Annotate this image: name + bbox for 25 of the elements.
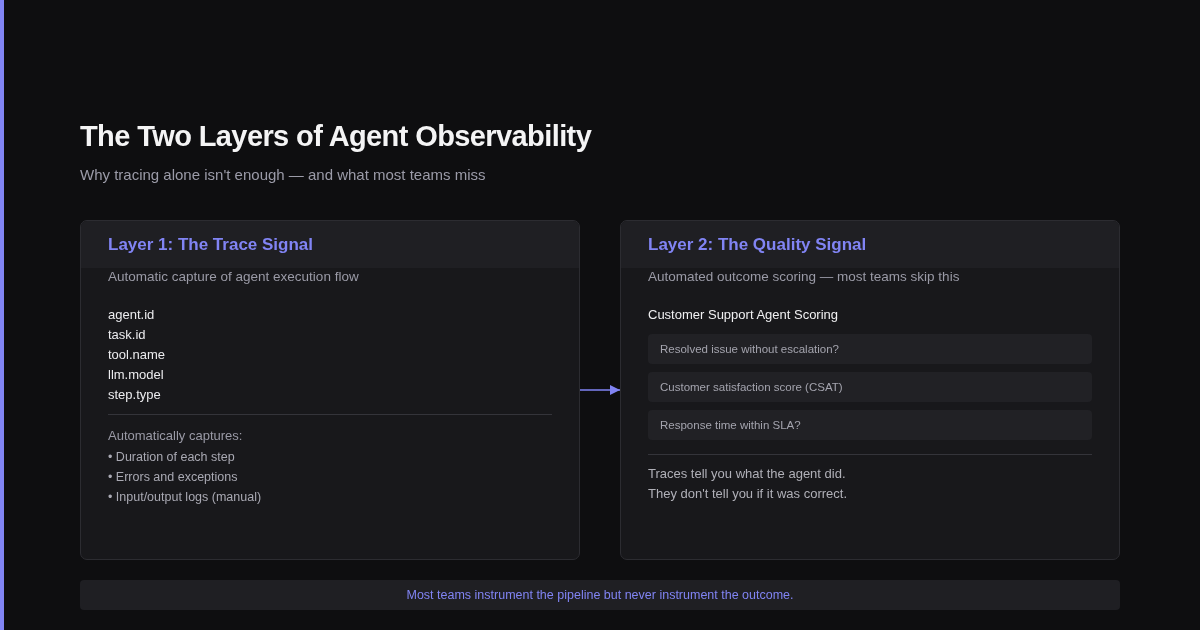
section-note: Automatically captures: xyxy=(108,427,243,445)
arrow xyxy=(579,385,621,395)
field-name: step.type xyxy=(108,386,161,404)
note-text: Traces tell you what the agent did. xyxy=(648,465,846,483)
score-criterion: Response time within SLA? xyxy=(660,419,801,431)
card-heading: Layer 2: The Quality Signal xyxy=(648,234,867,255)
title: The Two Layers of Agent Observability xyxy=(80,119,592,154)
field-name: tool.name xyxy=(108,346,166,364)
field-name: llm.model xyxy=(108,366,164,384)
bullet-item: • Input/output logs (manual) xyxy=(108,489,262,506)
field-name: task.id xyxy=(108,326,146,344)
card-heading: Layer 1: The Trace Signal xyxy=(108,234,314,255)
bullet-item: • Duration of each step xyxy=(108,449,235,466)
bullet-item: • Errors and exceptions xyxy=(108,469,238,486)
section-title: Customer Support Agent Scoring xyxy=(648,306,839,324)
card-subtitle: Automatic capture of agent execution flow xyxy=(108,268,359,286)
layer-card xyxy=(80,220,580,560)
score-criterion: Customer satisfaction score (CSAT) xyxy=(660,381,843,393)
subtitle: Why tracing alone isn't enough — and what most teams miss xyxy=(80,165,486,185)
note-text: They don't tell you if it was correct. xyxy=(648,485,847,503)
score-criterion: Resolved issue without escalation? xyxy=(660,343,839,355)
banner-text: Most teams instrument the pipeline but never instrument the outcome. xyxy=(406,588,794,602)
field-name: agent.id xyxy=(108,306,155,324)
card-subtitle: Automated outcome scoring — most teams skip this xyxy=(648,268,960,286)
layer-card xyxy=(620,220,1120,560)
